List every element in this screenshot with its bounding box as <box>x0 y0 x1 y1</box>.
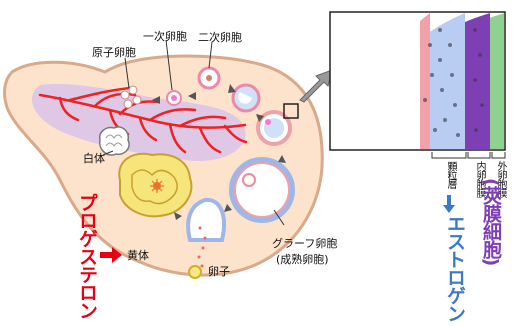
label-corpus-albicans: 白体 <box>83 150 105 166</box>
secondary-follicle <box>199 68 219 88</box>
magnified-inset <box>330 12 505 150</box>
label-estrogen: エストロゲン <box>434 214 464 324</box>
label-theca-cells: (莢膜細胞) <box>470 178 500 324</box>
label-secondary-follicle: 二次卵胞 <box>198 29 242 45</box>
label-graafian-follicle: グラーフ卵胞 <box>272 235 337 251</box>
label-primordial-follicle: 原子卵胞 <box>92 44 136 60</box>
label-mature-follicle: (成熟卵胞) <box>276 251 329 267</box>
secondary-follicle-2 <box>233 85 259 111</box>
label-ovum: 卵子 <box>208 263 230 279</box>
label-progesterone: プロゲステロン <box>70 193 96 325</box>
corpus-luteum <box>119 154 191 217</box>
label-corpus-luteum: 黄体 <box>127 247 149 263</box>
primary-follicle <box>167 91 181 105</box>
label-primary-follicle: 一次卵胞 <box>143 28 187 44</box>
label-granulosa-layer: 顆粒層 <box>443 161 458 188</box>
ovum <box>189 266 201 278</box>
layer-brackets <box>432 152 505 158</box>
graafian-follicle <box>232 160 292 220</box>
magnify-arrow <box>300 70 332 102</box>
estrogen-arrow <box>443 195 455 213</box>
